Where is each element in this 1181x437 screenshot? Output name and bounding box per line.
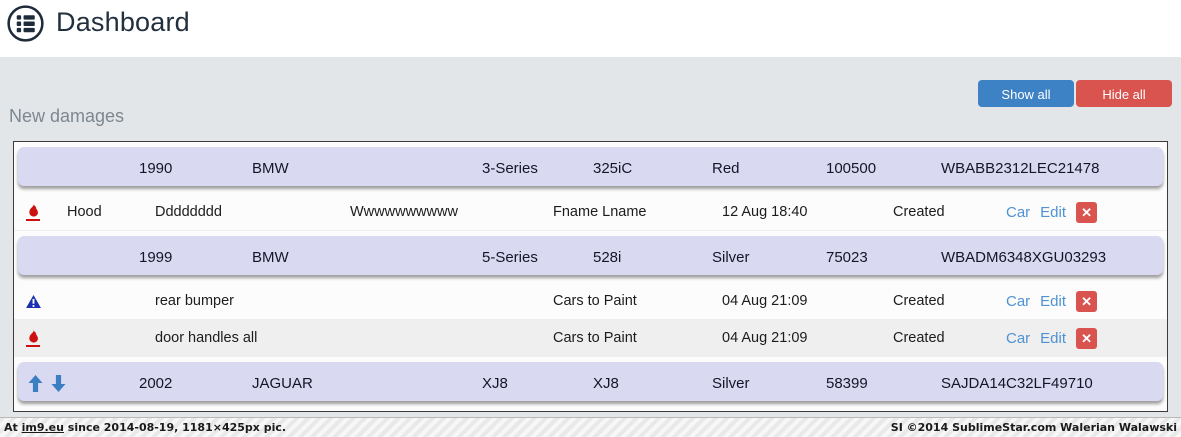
edit-link[interactable]: Edit [1040,203,1067,221]
car-row-toggle[interactable] [18,147,1163,186]
car-mileage: 75023 [826,248,868,266]
car-trim: XJ8 [593,374,619,392]
car-year: 1999 [139,248,173,266]
car-mileage: 58399 [826,374,868,392]
damage-status: Created [893,293,945,309]
car-vin: SAJDA14C32LF49710 [941,374,1093,392]
footer-right-text: SI ©2014 SublimeStar.com Walerian Walaws… [890,421,1177,434]
car-row-toggle[interactable] [18,236,1163,275]
damage-row: Hood Dddddddd Wwwwwwwwww Fname Lname 12 … [14,194,1167,231]
delete-icon[interactable]: ✕ [1076,290,1098,312]
damage-name: door handles all [155,330,258,346]
damage-date: 04 Aug 21:09 [722,293,808,309]
damage-row: door handles all Cars to Paint 04 Aug 21… [14,320,1167,357]
damage-client: Fname Lname [553,204,647,220]
car-row: 2002 JAGUAR XJ8 XJ8 Silver 58399 SAJDA14… [14,357,1167,409]
app-header: Dashboard [0,0,1181,57]
car-vin: WBABB2312LEC21478 [941,159,1100,177]
delete-icon[interactable]: ✕ [1076,201,1098,223]
car-make: JAGUAR [252,374,313,392]
damage-row: rear bumper Cars to Paint 04 Aug 21:09 C… [14,283,1167,320]
flame-icon[interactable] [26,203,40,221]
car-model: 3-Series [482,159,538,177]
main-content: Show all Hide all New damages 1990 BMW 3… [0,57,1181,417]
damage-status: Created [893,204,945,220]
car-row: 1990 BMW 3-Series 325iC Red 100500 WBABB… [14,142,1167,194]
car-make: BMW [252,248,289,266]
car-year: 2002 [139,374,173,392]
flame-icon[interactable] [26,329,40,347]
watermark-footer: At im9.eu since 2014-08-19, 1181×425px p… [0,417,1181,437]
page-title: Dashboard [56,7,190,37]
damage-client: Cars to Paint [553,293,637,309]
visibility-toolbar: Show all Hide all [978,80,1172,107]
car-color: Silver [712,374,750,392]
section-title: New damages [9,106,125,126]
car-mileage: 100500 [826,159,877,177]
car-link[interactable]: Car [1006,203,1031,221]
car-model: XJ8 [482,374,508,392]
edit-link[interactable]: Edit [1040,292,1067,310]
damage-client: Cars to Paint [553,330,637,346]
damage-name: rear bumper [155,293,234,309]
footer-left-text: At im9.eu since 2014-08-19, 1181×425px p… [4,421,287,434]
car-make: BMW [252,159,289,177]
damage-name: Dddddddd [155,204,222,220]
im9-link[interactable]: im9.eu [21,421,64,434]
sort-down-icon[interactable] [51,374,66,392]
car-color: Silver [712,248,750,266]
damages-table: 1990 BMW 3-Series 325iC Red 100500 WBABB… [13,141,1168,412]
warning-icon[interactable] [26,294,41,308]
edit-link[interactable]: Edit [1040,329,1067,347]
damage-date: 12 Aug 18:40 [722,204,808,220]
car-color: Red [712,159,740,177]
car-model: 5-Series [482,248,538,266]
car-link[interactable]: Car [1006,329,1031,347]
sort-up-icon[interactable] [28,374,43,392]
car-vin: WBADM6348XGU03293 [941,248,1107,266]
car-row-toggle[interactable] [18,362,1163,401]
damage-part: Hood [67,204,102,220]
show-all-button[interactable]: Show all [978,80,1074,107]
damage-assignee: Wwwwwwwwww [350,204,458,220]
damage-status: Created [893,330,945,346]
car-trim: 325iC [593,159,633,177]
hide-all-button[interactable]: Hide all [1076,80,1172,107]
car-link[interactable]: Car [1006,292,1031,310]
car-year: 1990 [139,159,173,177]
menu-icon[interactable] [6,4,45,43]
delete-icon[interactable]: ✕ [1076,327,1098,349]
car-row: 1999 BMW 5-Series 528i Silver 75023 WBAD… [14,231,1167,283]
car-trim: 528i [593,248,622,266]
damage-date: 04 Aug 21:09 [722,330,808,346]
